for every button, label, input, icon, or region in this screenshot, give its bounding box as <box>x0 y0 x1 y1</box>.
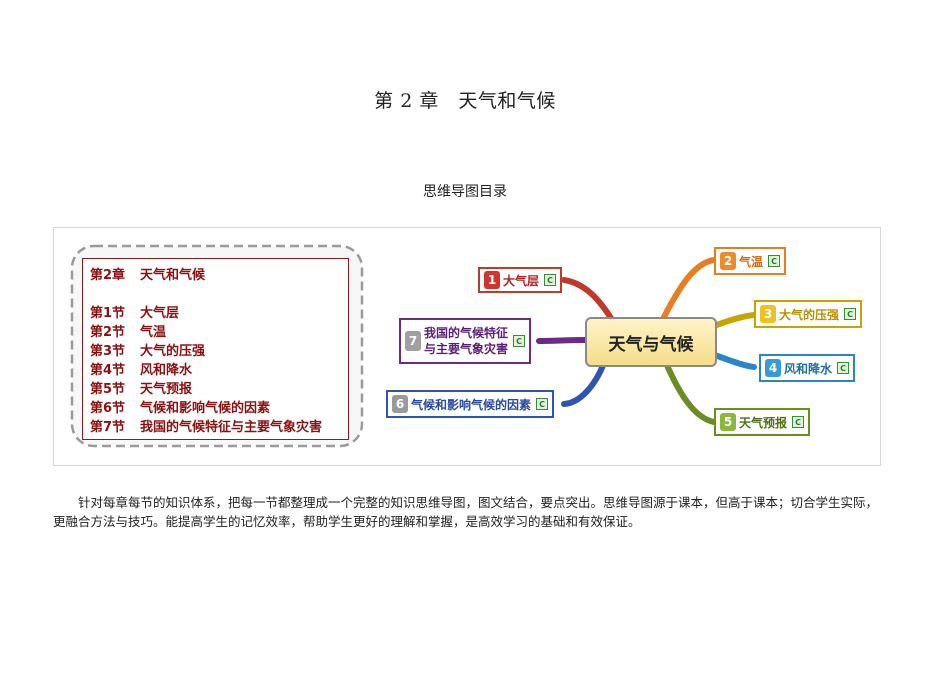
toc-section: 第1节大气层 <box>90 306 180 321</box>
mindmap-node-1[interactable]: 1 大气层 C <box>478 267 563 293</box>
node-label: 气温 <box>739 254 764 269</box>
c-icon[interactable]: C <box>544 274 557 286</box>
number-badge: 3 <box>760 305 776 323</box>
node-label: 天气预报 <box>739 415 788 430</box>
toc-section: 第2节气温 <box>90 325 167 340</box>
c-icon[interactable]: C <box>536 398 549 410</box>
number-badge: 7 <box>405 331 421 351</box>
mindmap-node-3[interactable]: 3 大气的压强 C <box>754 300 863 328</box>
page-title: 第 2 章 天气和气候 <box>374 90 556 112</box>
toc-section: 第5节天气预报 <box>90 382 193 397</box>
number-badge: 1 <box>484 271 500 289</box>
number-badge: 5 <box>720 413 736 431</box>
mindmap-node-4[interactable]: 4 风和降水 C <box>759 354 856 382</box>
number-badge: 6 <box>392 395 408 413</box>
toc-section: 第7节我国的气候特征与主要气象灾害 <box>90 420 323 435</box>
node-label: 气候和影响气候的因素 <box>411 397 532 412</box>
toc-section: 第4节风和降水 <box>90 363 193 378</box>
mindmap-node-7[interactable]: 7 我国的气候特征 与主要气象灾害 C <box>399 318 532 364</box>
toc-section: 第6节气候和影响气候的因素 <box>90 401 271 416</box>
c-icon[interactable]: C <box>792 416 805 428</box>
toc-section: 第3节大气的压强 <box>90 344 206 359</box>
number-badge: 2 <box>720 252 736 270</box>
mindmap-figure: 第2章天气和气候 第1节大气层 第2节气温 第3节大气的压强 第4节风和降水 第… <box>53 227 881 466</box>
node-label: 我国的气候特征 <box>424 326 509 340</box>
c-icon[interactable]: C <box>837 362 850 374</box>
mindmap-node-6[interactable]: 6 气候和影响气候的因素 C <box>386 390 555 418</box>
c-icon[interactable]: C <box>513 335 526 347</box>
number-badge: 4 <box>765 359 781 377</box>
node-label: 大气层 <box>503 273 540 288</box>
mindmap-node-2[interactable]: 2 气温 C <box>714 247 787 275</box>
figure-caption: 思维导图目录 <box>423 184 507 200</box>
node-label: 大气的压强 <box>779 307 840 322</box>
mindmap-node-5[interactable]: 5 天气预报 C <box>714 408 811 436</box>
c-icon[interactable]: C <box>844 308 857 320</box>
toc-box <box>82 258 349 440</box>
description-paragraph: 针对每章每节的知识体系，把每一节都整理成一个完整的知识思维导图，图文结合，要点突… <box>53 495 879 529</box>
mindmap-center-node[interactable]: 天气与气候 <box>585 317 717 367</box>
node-label: 风和降水 <box>784 361 833 376</box>
toc-chapter: 第2章天气和气候 <box>90 268 206 283</box>
node-label: 与主要气象灾害 <box>424 342 509 356</box>
c-icon[interactable]: C <box>768 255 781 267</box>
